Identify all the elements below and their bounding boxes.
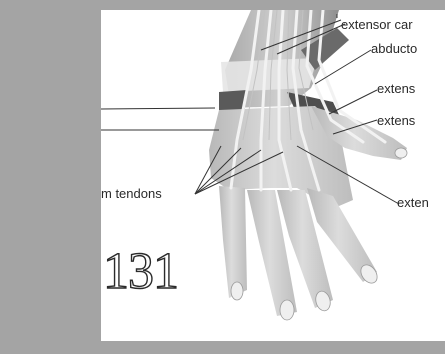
finger-little — [219, 186, 247, 298]
label-abductor: abducto — [371, 42, 417, 55]
label-extensor-3: exten — [397, 196, 429, 209]
page-number: 131 — [103, 246, 178, 298]
illustration-panel: extensor car abducto extens extens m ten… — [101, 10, 445, 341]
extensor-retinaculum — [221, 58, 317, 92]
label-extensor-2: extens — [377, 114, 415, 127]
label-extensor-1: extens — [377, 82, 415, 95]
label-extensor-carpi: extensor car — [341, 18, 413, 31]
label-tendons: m tendons — [101, 187, 162, 200]
